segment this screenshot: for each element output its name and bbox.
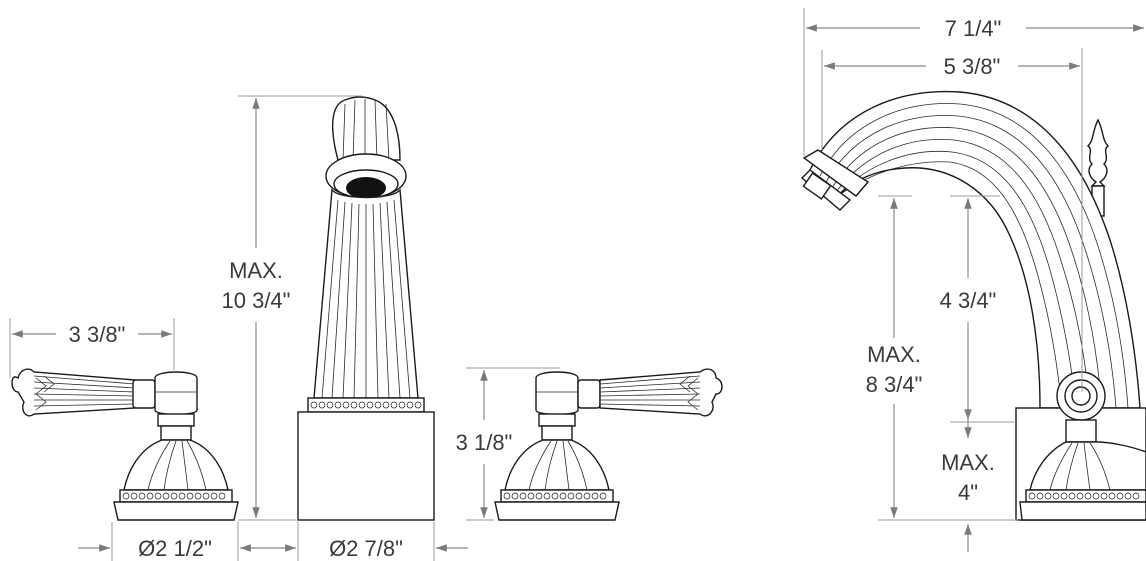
outlet-clearance-label: 4 3/4" xyxy=(940,288,997,313)
spout-height-value-label: 10 3/4" xyxy=(222,288,291,313)
left-handle xyxy=(11,368,239,521)
handle-base-diameter-label: Ø2 1/2" xyxy=(138,536,212,561)
outlet-height-value-label: 8 3/4" xyxy=(866,372,923,397)
spout-base-diameter-label: Ø2 7/8" xyxy=(329,536,403,561)
handle-height-label: 3 1/8" xyxy=(456,430,513,455)
dimension-lines xyxy=(9,8,1144,561)
overall-reach-label: 7 1/4" xyxy=(945,16,1002,41)
spout-height-max-label: MAX. xyxy=(229,258,283,283)
handle-reach-label: 3 3/8" xyxy=(69,322,126,347)
side-view-faucet xyxy=(800,90,1146,521)
outlet-height-max-label: MAX. xyxy=(867,342,921,367)
front-spout xyxy=(297,96,435,521)
right-handle xyxy=(494,368,723,521)
spout-reach-label: 5 3/8" xyxy=(944,54,1001,79)
deck-thickness-max-label: MAX. xyxy=(941,450,995,475)
deck-thickness-value-label: 4" xyxy=(958,480,978,505)
